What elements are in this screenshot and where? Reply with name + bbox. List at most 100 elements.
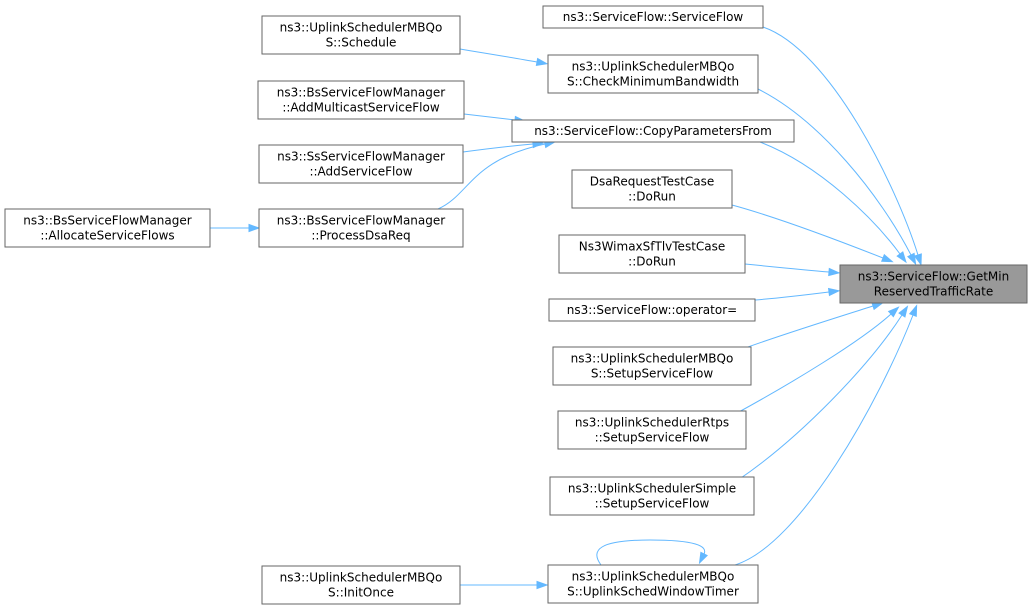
edge-arrowhead <box>887 306 900 318</box>
edge-tlvtest-to-getmin <box>744 263 841 277</box>
node-addmulticast[interactable]: ns3::BsServiceFlowManager::AddMulticastS… <box>257 80 465 120</box>
edge-arrowhead <box>828 267 841 277</box>
node-simple_setup[interactable]: ns3::UplinkSchedulerSimple::SetupService… <box>549 476 755 516</box>
node-label-line: ns3::SsServiceFlowManager <box>277 150 445 164</box>
node-label-line: S::Schedule <box>326 36 397 50</box>
edge-sf_ctor-to-getmin <box>762 26 922 266</box>
node-label-line: ns3::UplinkSchedulerMBQo <box>572 570 735 584</box>
node-label-line: ns3::ServiceFlow::operator= <box>567 303 737 317</box>
edge-line <box>737 314 903 481</box>
node-sf_ctor[interactable]: ns3::ServiceFlow::ServiceFlow <box>542 5 764 29</box>
node-box <box>839 264 1028 304</box>
node-box <box>552 346 752 386</box>
edge-line <box>437 143 546 210</box>
edge-arrowhead <box>896 251 907 264</box>
edge-arrowhead <box>907 252 917 266</box>
edge-line <box>462 143 534 153</box>
node-allocate[interactable]: ns3::BsServiceFlowManager::AllocateServi… <box>4 208 211 248</box>
node-box <box>258 208 464 248</box>
edge-schedule-to-checkmin <box>459 48 549 67</box>
node-label-line: ns3::BsServiceFlowManager <box>23 214 191 228</box>
edge-allocate-to-processdsa <box>210 223 261 233</box>
edge-copyparams-to-getmin <box>759 141 907 264</box>
node-label-line: ns3::UplinkSchedulerRtps <box>575 416 729 430</box>
node-label-line: Ns3WimaxSfTlvTestCase <box>579 240 726 254</box>
node-mbqos_setup[interactable]: ns3::UplinkSchedulerMBQoS::SetupServiceF… <box>552 346 752 386</box>
edge-windowtimer-to-getmin <box>734 304 918 566</box>
node-box <box>4 208 211 248</box>
node-label-line: ns3::UplinkSchedulerMBQo <box>572 60 735 74</box>
edge-line <box>757 88 912 256</box>
node-box <box>548 298 756 322</box>
node-box <box>547 54 759 94</box>
edge-arrowhead <box>880 253 894 263</box>
node-box <box>542 5 764 29</box>
node-tlvtest[interactable]: Ns3WimaxSfTlvTestCase::DoRun <box>558 234 746 274</box>
edge-line <box>759 141 901 255</box>
node-box <box>511 119 795 143</box>
node-label-line: ns3::BsServiceFlowManager <box>277 86 445 100</box>
edge-simple_setup-to-getmin <box>737 305 909 481</box>
node-box <box>558 234 746 274</box>
node-label-line: S::SetupServiceFlow <box>591 367 714 381</box>
edge-arrowhead <box>535 57 549 67</box>
edge-line <box>463 113 516 121</box>
edge-initonce-to-windowtimer <box>460 580 549 590</box>
node-getmin[interactable]: ns3::ServiceFlow::GetMinReservedTrafficR… <box>839 264 1028 304</box>
call-graph-nodes: ns3::ServiceFlow::GetMinReservedTrafficR… <box>4 5 1028 605</box>
node-label-line: ::DoRun <box>628 190 676 204</box>
node-copyparams[interactable]: ns3::ServiceFlow::CopyParametersFrom <box>511 119 795 143</box>
node-box <box>261 15 461 55</box>
edge-arrowhead <box>698 551 708 565</box>
node-box <box>549 476 755 516</box>
node-label-line: ::ProcessDsaReq <box>311 229 410 243</box>
node-box <box>557 410 747 450</box>
edge-line <box>731 204 884 259</box>
edge-arrowhead <box>536 580 549 590</box>
node-label-line: DsaRequestTestCase <box>590 175 715 189</box>
node-label-line: ns3::UplinkSchedulerSimple <box>568 482 736 496</box>
edge-line <box>744 305 874 349</box>
edge-line <box>736 313 892 414</box>
node-dsareq[interactable]: DsaRequestTestCase::DoRun <box>571 169 733 209</box>
node-rtps_setup[interactable]: ns3::UplinkSchedulerRtps::SetupServiceFl… <box>557 410 747 450</box>
edge-mbqos_setup-to-getmin <box>744 302 884 349</box>
edge-arrowhead <box>913 253 922 266</box>
edge-arrowhead <box>898 305 909 318</box>
edge-checkmin-to-getmin <box>757 88 917 266</box>
node-box <box>547 564 759 604</box>
node-label-line: S::UplinkSchedWindowTimer <box>567 585 739 599</box>
node-windowtimer[interactable]: ns3::UplinkSchedulerMBQoS::UplinkSchedWi… <box>547 564 759 604</box>
edge-line <box>734 314 914 566</box>
edge-arrowhead <box>871 302 884 311</box>
edge-arrowhead <box>248 223 261 233</box>
node-label-line: ns3::ServiceFlow::CopyParametersFrom <box>534 124 772 138</box>
call-graph-edges <box>210 26 922 590</box>
node-label-line: ::SetupServiceFlow <box>595 431 710 445</box>
node-label-line: ::AddMulticastServiceFlow <box>282 101 439 115</box>
node-label-line: ::AllocateServiceFlows <box>40 229 174 243</box>
edge-line <box>754 291 830 301</box>
node-opassign[interactable]: ns3::ServiceFlow::operator= <box>548 298 756 322</box>
node-checkmin[interactable]: ns3::UplinkSchedulerMBQoS::CheckMinimumB… <box>547 54 759 94</box>
node-box <box>257 80 465 120</box>
node-label-line: ReservedTrafficRate <box>874 285 993 299</box>
edge-line <box>459 48 538 63</box>
edge-opassign-to-getmin <box>754 287 841 301</box>
edge-line <box>744 263 830 273</box>
node-ssadd[interactable]: ns3::SsServiceFlowManager::AddServiceFlo… <box>258 144 464 184</box>
node-label-line: ::DoRun <box>628 255 676 269</box>
node-box <box>571 169 733 209</box>
edge-arrowhead <box>827 287 841 297</box>
node-label-line: ns3::BsServiceFlowManager <box>277 214 445 228</box>
node-label-line: ns3::UplinkSchedulerMBQo <box>280 571 443 585</box>
edge-windowtimer-to-windowtimer <box>596 539 708 566</box>
node-label-line: ns3::ServiceFlow::ServiceFlow <box>563 10 744 24</box>
node-label-line: S::InitOnce <box>328 586 394 600</box>
node-box <box>261 565 461 605</box>
node-processdsa[interactable]: ns3::BsServiceFlowManager::ProcessDsaReq <box>258 208 464 248</box>
node-box <box>258 144 464 184</box>
